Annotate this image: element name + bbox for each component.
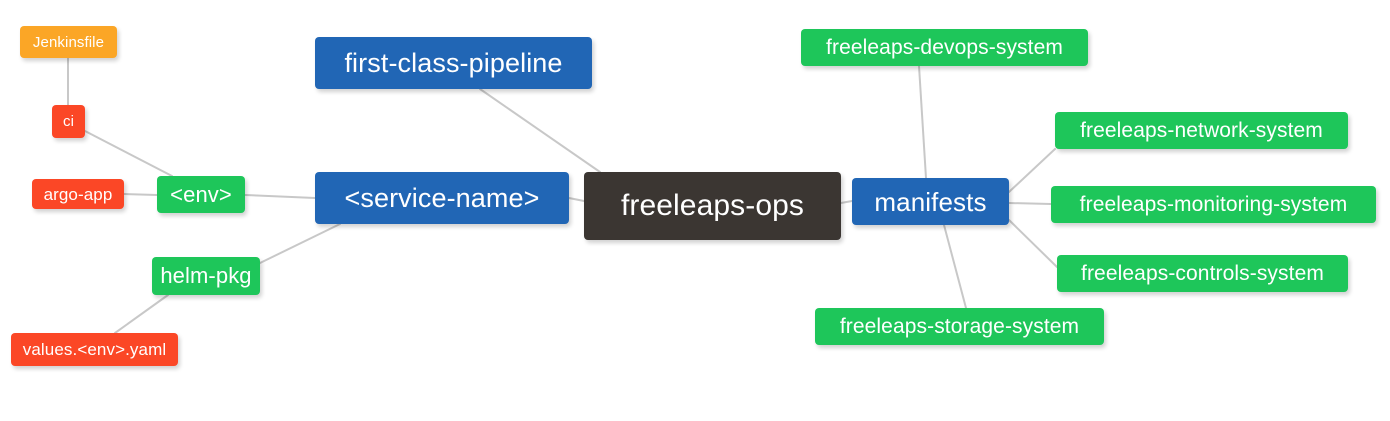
- node-manifests[interactable]: manifests: [852, 178, 1009, 225]
- edge-manifests-to-freeleaps-devops-system: [918, 65, 927, 179]
- node-argo-app[interactable]: argo-app: [32, 179, 124, 209]
- edge-freeleaps-ops-to-service-name: [568, 197, 585, 202]
- edge-manifests-to-freeleaps-controls-system: [1008, 219, 1058, 268]
- node-env[interactable]: <env>: [157, 176, 245, 213]
- edge-service-name-to-helm-pkg: [259, 223, 341, 264]
- node-jenkinsfile[interactable]: Jenkinsfile: [20, 26, 117, 58]
- node-label-freeleaps-monitoring-system: freeleaps-monitoring-system: [1079, 193, 1348, 216]
- node-freeleaps-network-system[interactable]: freeleaps-network-system: [1055, 112, 1348, 149]
- node-label-argo-app: argo-app: [43, 184, 113, 204]
- node-freeleaps-monitoring-system[interactable]: freeleaps-monitoring-system: [1051, 186, 1376, 223]
- edge-helm-pkg-to-values-yaml: [114, 294, 169, 334]
- edge-service-name-to-env: [244, 194, 316, 199]
- node-label-freeleaps-devops-system: freeleaps-devops-system: [826, 36, 1063, 59]
- edge-manifests-to-freeleaps-network-system: [1008, 148, 1056, 193]
- node-label-env: <env>: [170, 181, 232, 207]
- node-ci[interactable]: ci: [52, 105, 85, 138]
- node-label-freeleaps-storage-system: freeleaps-storage-system: [839, 315, 1080, 338]
- node-label-freeleaps-ops: freeleaps-ops: [620, 189, 805, 222]
- edge-env-to-argo-app: [123, 193, 158, 196]
- node-freeleaps-storage-system[interactable]: freeleaps-storage-system: [815, 308, 1104, 345]
- node-service-name[interactable]: <service-name>: [315, 172, 569, 224]
- edge-manifests-to-freeleaps-monitoring-system: [1008, 202, 1052, 205]
- node-label-first-class-pipeline: first-class-pipeline: [344, 47, 563, 78]
- node-label-jenkinsfile: Jenkinsfile: [32, 33, 105, 51]
- node-freeleaps-ops[interactable]: freeleaps-ops: [584, 172, 841, 240]
- node-label-helm-pkg: helm-pkg: [160, 263, 252, 288]
- node-freeleaps-devops-system[interactable]: freeleaps-devops-system: [801, 29, 1088, 66]
- edge-freeleaps-ops-to-first-class-pipeline: [479, 88, 601, 173]
- node-values-yaml[interactable]: values.<env>.yaml: [11, 333, 178, 366]
- node-first-class-pipeline[interactable]: first-class-pipeline: [315, 37, 592, 89]
- node-label-values-yaml: values.<env>.yaml: [22, 340, 167, 359]
- node-label-freeleaps-network-system: freeleaps-network-system: [1080, 119, 1323, 142]
- edge-manifests-to-freeleaps-storage-system: [943, 224, 967, 309]
- edge-env-to-ci: [84, 130, 173, 177]
- node-label-manifests: manifests: [874, 186, 987, 217]
- node-freeleaps-controls-system[interactable]: freeleaps-controls-system: [1057, 255, 1348, 292]
- node-label-freeleaps-controls-system: freeleaps-controls-system: [1081, 262, 1324, 285]
- node-label-service-name: <service-name>: [344, 182, 540, 213]
- node-label-ci: ci: [62, 113, 75, 130]
- node-helm-pkg[interactable]: helm-pkg: [152, 257, 260, 295]
- edge-freeleaps-ops-to-manifests: [840, 200, 853, 204]
